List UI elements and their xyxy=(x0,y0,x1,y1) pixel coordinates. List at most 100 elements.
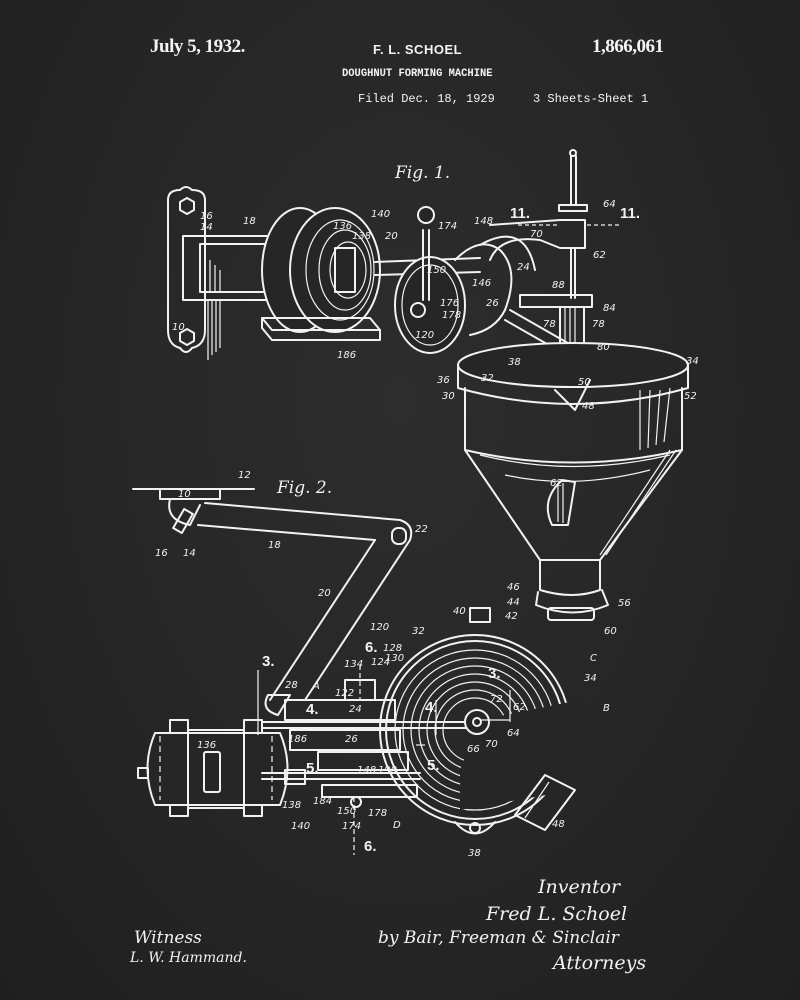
witness-name: L. W. Hammand. xyxy=(130,950,247,966)
motor-136 xyxy=(261,207,381,341)
patent-date: July 5, 1932. xyxy=(150,36,245,57)
label: 130 xyxy=(385,653,404,664)
fig2-caption: Fig. 2. xyxy=(276,478,332,498)
wall-bracket xyxy=(167,186,221,360)
linkage-arms xyxy=(132,488,413,716)
label: 56 xyxy=(618,598,631,609)
label: 148 xyxy=(357,765,376,776)
label: 14 xyxy=(183,548,196,559)
label: 178 xyxy=(442,310,461,321)
label: 24 xyxy=(517,262,530,273)
label: 28 xyxy=(285,680,298,691)
section-mark: 3. xyxy=(262,653,275,670)
label: 66 xyxy=(467,744,480,755)
section-mark: 6. xyxy=(365,639,378,656)
label: 46 xyxy=(507,582,520,593)
label: 124 xyxy=(371,657,390,668)
label: 38 xyxy=(508,357,521,368)
bowl-b xyxy=(379,607,580,835)
section-mark: 4. xyxy=(306,701,319,718)
label: 184 xyxy=(313,796,332,807)
label: 32 xyxy=(481,373,494,384)
label: 140 xyxy=(371,209,390,220)
label: 78 xyxy=(592,319,605,330)
label: 34 xyxy=(686,356,699,367)
label: 88 xyxy=(552,280,565,291)
label: 150 xyxy=(427,265,446,276)
label: 146 xyxy=(472,278,491,289)
label: 70 xyxy=(530,229,543,240)
label: 52 xyxy=(684,391,697,402)
section-mark: 11. xyxy=(620,205,640,222)
ring-26 xyxy=(454,235,536,336)
figure-2: Fig. 2. xyxy=(132,470,631,859)
label: 50 xyxy=(578,377,591,388)
label: 78 xyxy=(543,319,556,330)
label: 60 xyxy=(604,626,617,637)
label: 36 xyxy=(437,375,450,386)
label: 186 xyxy=(288,734,307,745)
motor-136-plan xyxy=(137,719,289,817)
label: 148 xyxy=(474,216,493,227)
label: 18 xyxy=(243,216,256,227)
inventor-short-name: F. L. SCHOEL xyxy=(373,42,463,57)
attorneys-label: Attorneys xyxy=(553,952,647,974)
label: 72 xyxy=(490,694,503,705)
fig2-labels: 12 10 16 14 18 22 20 120 128 130 124 134… xyxy=(155,470,631,859)
witness-heading: Witness xyxy=(134,928,202,948)
patent-title: DOUGHNUT FORMING MACHINE xyxy=(342,68,493,80)
label: 32 xyxy=(412,626,425,637)
label: 122 xyxy=(335,688,354,699)
gear-assembly xyxy=(374,206,481,354)
label: 138 xyxy=(352,231,371,242)
label: 136 xyxy=(197,740,216,751)
label: 26 xyxy=(486,298,499,309)
label: 174 xyxy=(342,821,361,832)
label: 136 xyxy=(333,221,352,232)
label: 24 xyxy=(349,704,362,715)
label: 134 xyxy=(344,659,363,670)
label: 174 xyxy=(438,221,457,232)
label: 40 xyxy=(453,606,466,617)
label: 64 xyxy=(507,728,520,739)
inventor-heading: Inventor xyxy=(538,876,621,898)
label: 12 xyxy=(238,470,251,481)
label: 190 xyxy=(378,765,397,776)
label: 38 xyxy=(468,848,481,859)
section-mark: 5. xyxy=(306,760,319,777)
label: 20 xyxy=(385,231,398,242)
section-mark: 5. xyxy=(427,757,440,774)
section-mark: 11. xyxy=(510,205,530,222)
label: 62 xyxy=(593,250,606,261)
hopper xyxy=(457,342,689,621)
label: 10 xyxy=(178,489,191,500)
fig1-caption: Fig. 1. xyxy=(394,163,450,183)
label: 70 xyxy=(485,739,498,750)
label: D xyxy=(393,820,401,831)
label: 16 xyxy=(200,211,213,222)
label: 120 xyxy=(415,330,434,341)
section-mark: 6. xyxy=(364,838,377,855)
label: 10 xyxy=(172,322,185,333)
label: 42 xyxy=(505,611,518,622)
label: 64 xyxy=(603,199,616,210)
label: 80 xyxy=(597,342,610,353)
label: 150 xyxy=(337,806,356,817)
label: 22 xyxy=(415,524,428,535)
label: 84 xyxy=(603,303,616,314)
label: B xyxy=(603,703,610,714)
sheet-count: 3 Sheets-Sheet 1 xyxy=(533,92,649,106)
section-mark: 3. xyxy=(488,665,501,682)
filed-date: Filed Dec. 18, 1929 xyxy=(358,92,495,106)
label: 62 xyxy=(550,478,563,489)
label: 178 xyxy=(368,808,387,819)
label: 120 xyxy=(370,622,389,633)
section-mark: 4. xyxy=(425,699,438,716)
label: 186 xyxy=(337,350,356,361)
label: 34 xyxy=(584,673,597,684)
label: 44 xyxy=(507,597,520,608)
label: 16 xyxy=(155,548,168,559)
label: 128 xyxy=(383,643,402,654)
